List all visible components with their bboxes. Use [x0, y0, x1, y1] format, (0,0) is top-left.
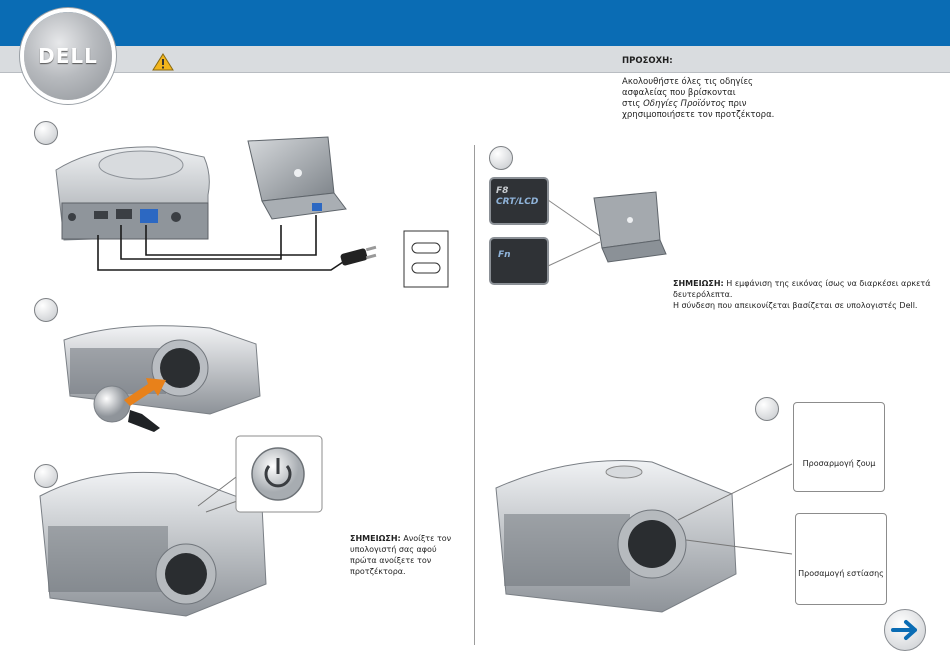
power-on-illustration: [39, 435, 323, 617]
logo-text: DELL: [38, 44, 98, 68]
step-3-marker: [34, 464, 58, 488]
focus-callout-line: [685, 539, 793, 555]
projector-grille: [48, 526, 168, 592]
projector-lens: [160, 348, 200, 388]
caution-title: ΠΡΟΣΟΧΗ:: [622, 56, 673, 66]
callout-line: [547, 199, 601, 237]
caution-text: ΠΡΟΣΟΧΗ: Ακολουθήστε όλες τις οδηγίες ασ…: [622, 56, 822, 121]
caution-line-3-post: πριν: [725, 99, 747, 109]
dell-logo: DELL: [24, 12, 112, 100]
note-text-1: Ανοίξτε τον: [400, 534, 452, 543]
step-3-note: ΣΗΜΕΙΩΣΗ: Ανοίξτε τον υπολογιστή σας αφο…: [350, 533, 460, 577]
projector-lens: [628, 520, 676, 568]
caution-line-2: ασφαλείας που βρίσκονται: [622, 88, 736, 98]
projector-foot: [128, 410, 160, 432]
header-bar: [0, 0, 950, 46]
projector-rear-view: [55, 146, 210, 241]
zoom-caption: Προσαρμογή ζουμ: [802, 459, 876, 468]
display-switch-illustration: [489, 177, 667, 285]
f8-key-label: F8 CRT/LCD: [496, 186, 538, 208]
projector-grille: [504, 514, 630, 586]
f8-key-bottom: CRT/LCD: [496, 197, 539, 207]
fn-key-label: Fn: [498, 250, 511, 260]
step-4-marker: [489, 146, 513, 170]
note-line-2: δευτερόλεπτα.: [673, 290, 733, 299]
warning-icon: [152, 53, 174, 75]
caution-line-3-pre: στις: [622, 99, 644, 109]
note-label: ΣΗΜΕΙΩΣΗ:: [350, 534, 401, 543]
step-2-marker: [34, 298, 58, 322]
step-4-note: ΣΗΜΕΙΩΣΗ: Η εμφάνιση της εικόνας ίσως να…: [673, 278, 943, 311]
step-1-marker: [34, 121, 58, 145]
product-guide-reference: Οδηγίες Προϊόντος: [643, 99, 726, 109]
projector-lens: [165, 553, 207, 595]
connection-illustration: [55, 136, 449, 288]
fn-key: [489, 237, 549, 285]
laptop-illustration: [247, 136, 347, 220]
callout-line: [205, 499, 241, 513]
callout-line: [197, 473, 241, 507]
note-line-2: υπολογιστή σας αφού: [350, 545, 437, 554]
caution-line-4: χρησιμοποιήσετε τον προτζέκτορα.: [622, 110, 775, 120]
caution-line-3: στις Οδηγίες Προϊόντος πριν: [622, 99, 822, 110]
power-button-icon: [251, 447, 305, 501]
note-text-1: Η εμφάνιση της εικόνας ίσως να διαρκέσει…: [723, 279, 931, 288]
lens-cap: [93, 385, 131, 423]
power-plug: [340, 245, 377, 266]
zoom-callout-box: [793, 402, 885, 492]
note-line-1: ΣΗΜΕΙΩΣΗ: Ανοίξτε τον: [350, 533, 460, 544]
note-line-4: προτζέκτορα.: [350, 567, 406, 576]
remove-arrow-icon: [124, 378, 166, 406]
note-label: ΣΗΜΕΙΩΣΗ:: [673, 279, 724, 288]
step-5-marker: [755, 397, 779, 421]
next-page-button[interactable]: [884, 609, 926, 651]
cables: [97, 215, 347, 271]
zoom-callout-line: [677, 463, 793, 521]
lens-cap-illustration: [63, 325, 261, 432]
laptop-illustration: [593, 191, 667, 263]
focus-callout-box: [795, 513, 887, 605]
caution-line-1: Ακολουθήστε όλες τις οδηγίες: [622, 77, 754, 87]
column-divider: [474, 145, 475, 645]
f8-key: [489, 177, 549, 225]
dell-badge: [605, 465, 643, 479]
callout-line: [547, 241, 601, 267]
wall-outlet: [403, 230, 449, 288]
focus-caption: Προσαμογή εστίασης: [798, 569, 884, 578]
note-line-3: Η σύνδεση που απεικονίζεται βασίζεται σε…: [673, 301, 918, 310]
zoom-focus-illustration: [495, 460, 793, 613]
note-line-3: πρώτα ανοίξετε τον: [350, 556, 432, 565]
arrow-right-icon: [891, 620, 917, 640]
f8-key-top: F8: [496, 186, 509, 196]
note-line-1: ΣΗΜΕΙΩΣΗ: Η εμφάνιση της εικόνας ίσως να…: [673, 278, 943, 289]
